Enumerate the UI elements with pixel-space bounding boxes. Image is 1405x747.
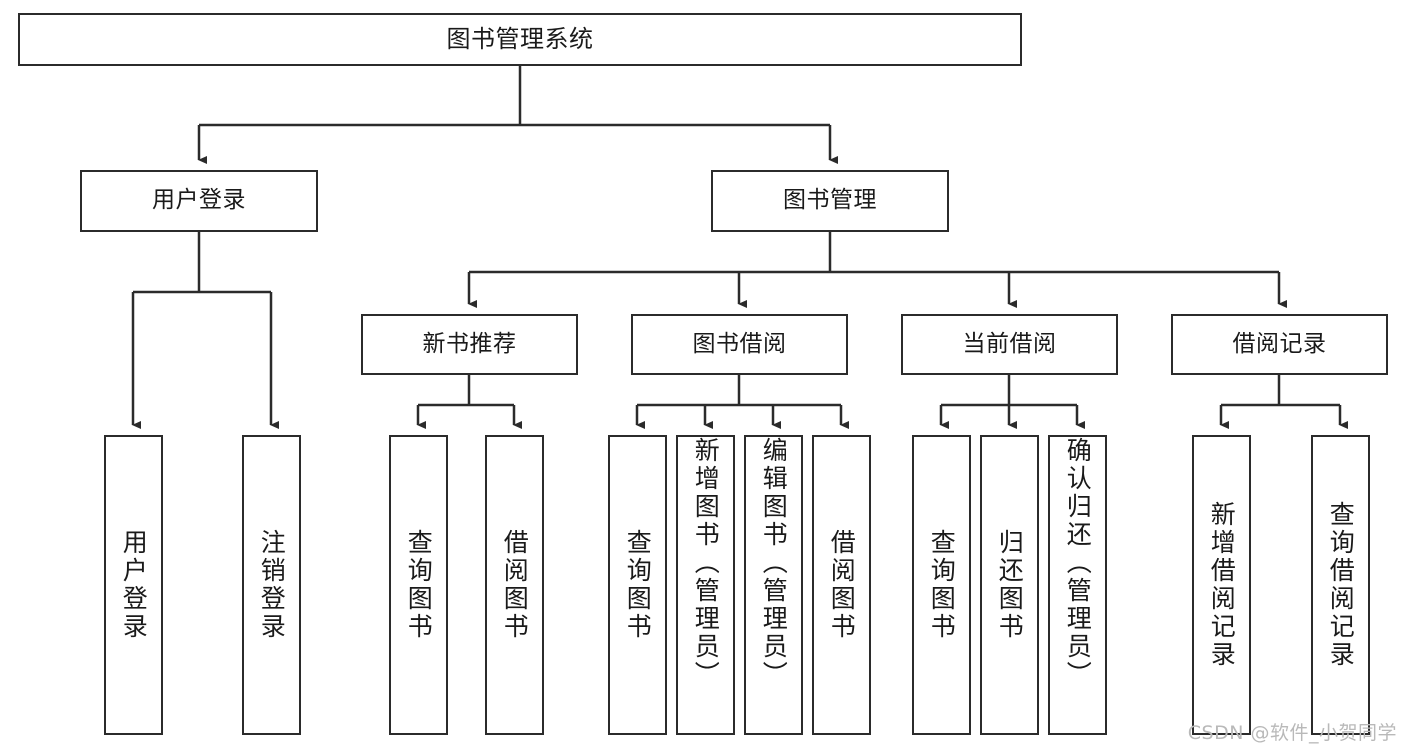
leaf-record-add-record[interactable]: 新增借阅记录 xyxy=(1192,435,1251,735)
node-borrow-record[interactable]: 借阅记录 xyxy=(1171,314,1388,375)
leaf-borrow-query-book[interactable]: 查询图书 xyxy=(608,435,667,735)
node-label: 注销登录 xyxy=(257,529,287,641)
leaf-current-query-book[interactable]: 查询图书 xyxy=(912,435,971,735)
node-label: 用户登录 xyxy=(152,187,246,214)
node-current-borrow[interactable]: 当前借阅 xyxy=(901,314,1118,375)
node-label: 新增图书（管理员） xyxy=(691,437,721,689)
node-label: 借阅图书 xyxy=(500,529,530,641)
node-label: 图书管理 xyxy=(783,187,877,214)
node-label: 图书管理系统 xyxy=(446,25,594,54)
node-root-system[interactable]: 图书管理系统 xyxy=(18,13,1022,66)
node-label: 图书借阅 xyxy=(692,330,787,357)
node-label: 归还图书 xyxy=(995,529,1025,641)
leaf-user-login-login[interactable]: 用户登录 xyxy=(104,435,163,735)
node-label: 查询借阅记录 xyxy=(1326,501,1356,669)
leaf-recommend-query-book[interactable]: 查询图书 xyxy=(389,435,448,735)
node-label: 借阅记录 xyxy=(1232,330,1327,357)
node-new-book-recommend[interactable]: 新书推荐 xyxy=(361,314,578,375)
node-label: 查询图书 xyxy=(623,529,653,641)
node-label: 查询图书 xyxy=(927,529,957,641)
leaf-current-return-book[interactable]: 归还图书 xyxy=(980,435,1039,735)
node-user-login[interactable]: 用户登录 xyxy=(80,170,318,232)
node-label: 查询图书 xyxy=(404,529,434,641)
node-label: 新增借阅记录 xyxy=(1207,501,1237,669)
node-book-management[interactable]: 图书管理 xyxy=(711,170,949,232)
csdn-watermark: CSDN @软件_小贺同学 xyxy=(1187,722,1397,744)
leaf-borrow-borrow-book[interactable]: 借阅图书 xyxy=(812,435,871,735)
leaf-borrow-add-book-admin[interactable]: 新增图书（管理员） xyxy=(676,435,735,735)
leaf-current-confirm-return-admin[interactable]: 确认归还（管理员） xyxy=(1048,435,1107,735)
leaf-recommend-borrow-book[interactable]: 借阅图书 xyxy=(485,435,544,735)
leaf-record-query-record[interactable]: 查询借阅记录 xyxy=(1311,435,1370,735)
node-label: 确认归还（管理员） xyxy=(1063,437,1093,689)
leaf-borrow-edit-book-admin[interactable]: 编辑图书（管理员） xyxy=(744,435,803,735)
leaf-user-login-logout[interactable]: 注销登录 xyxy=(242,435,301,735)
node-book-borrow[interactable]: 图书借阅 xyxy=(631,314,848,375)
node-label: 编辑图书（管理员） xyxy=(759,437,789,689)
node-label: 新书推荐 xyxy=(422,330,517,357)
node-label: 用户登录 xyxy=(119,529,149,641)
node-label: 借阅图书 xyxy=(827,529,857,641)
node-label: 当前借阅 xyxy=(962,330,1057,357)
